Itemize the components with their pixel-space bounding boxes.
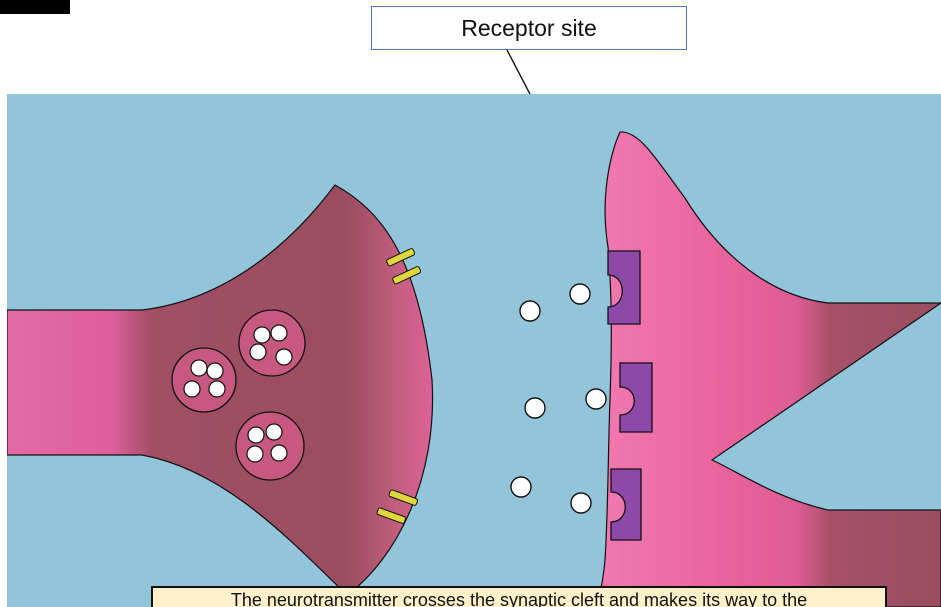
neurotransmitter-dot-icon	[207, 363, 223, 379]
neurotransmitter-dot-icon	[520, 301, 540, 321]
neurotransmitter-dot-icon	[247, 446, 263, 462]
vesicle-circle-icon	[239, 310, 305, 376]
vesicle-cluster-c	[236, 412, 304, 480]
receptor-site-label: Receptor site	[371, 6, 687, 50]
neurotransmitter-dot-icon	[586, 389, 606, 409]
caption-text: The neurotransmitter crosses the synapti…	[231, 590, 807, 607]
neurotransmitter-dot-icon	[209, 381, 225, 397]
neurotransmitter-dot-icon	[250, 344, 266, 360]
neurotransmitter-dot-icon	[511, 477, 531, 497]
neurotransmitter-dot-icon	[254, 327, 270, 343]
neurotransmitter-dot-icon	[271, 325, 287, 341]
neurotransmitter-dot-icon	[266, 424, 282, 440]
vesicle-cluster-a	[172, 348, 236, 412]
neurotransmitter-dot-icon	[276, 349, 292, 365]
neurotransmitter-dot-icon	[184, 381, 200, 397]
vesicle-circle-icon	[236, 412, 304, 480]
neurotransmitter-dot-icon	[191, 360, 207, 376]
vesicle-circle-icon	[172, 348, 236, 412]
neurotransmitter-dot-icon	[525, 398, 545, 418]
synapse-diagram	[7, 94, 941, 607]
neurotransmitter-dot-icon	[271, 445, 287, 461]
vesicle-cluster-b	[239, 310, 305, 376]
neurotransmitter-dot-icon	[571, 493, 591, 513]
synapse-illustration	[7, 94, 941, 607]
corner-black-tab	[0, 0, 70, 14]
caption-box: The neurotransmitter crosses the synapti…	[151, 586, 887, 607]
neurotransmitter-dot-icon	[248, 427, 264, 443]
neurotransmitter-dot-icon	[570, 284, 590, 304]
